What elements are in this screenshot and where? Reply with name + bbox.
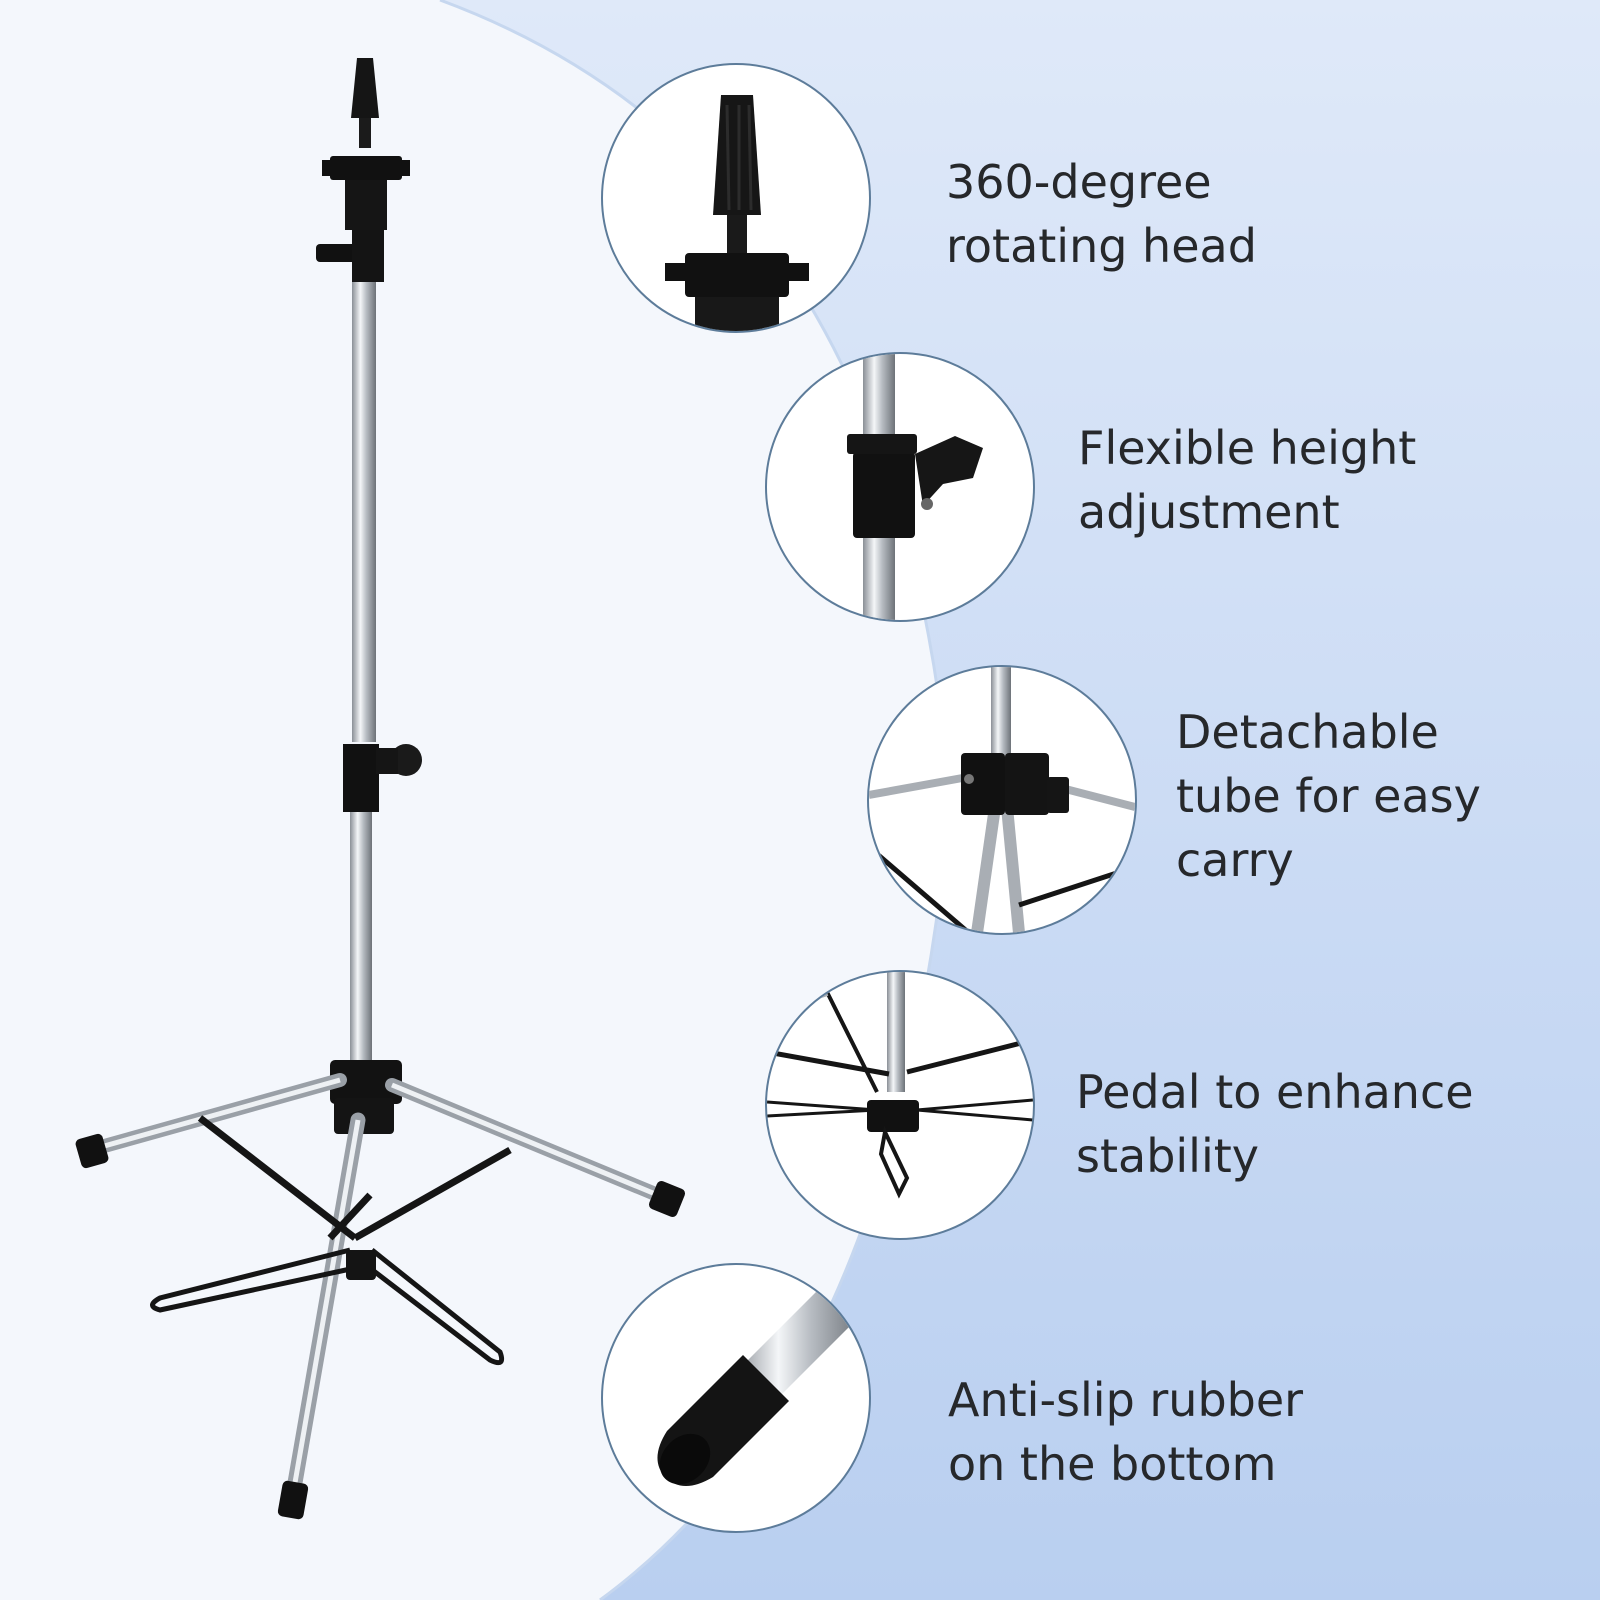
feature-label-detachable-tube: Detachable tube for easy carry	[1176, 705, 1481, 887]
feature-label-height-adjustment: Flexible height adjustment	[1078, 421, 1417, 539]
feature-circle-height-adjustment	[765, 352, 1035, 622]
feature-label-pedal: Pedal to enhance stability	[1076, 1065, 1474, 1183]
height-knob-icon	[847, 354, 983, 620]
feature-circle-rubber-foot	[601, 1263, 871, 1533]
feature-circle-pedal	[765, 970, 1035, 1240]
pedal-icon	[767, 972, 1033, 1199]
rotating-head-icon	[665, 95, 809, 331]
feature-label-rubber-foot: Anti-slip rubber on the bottom	[948, 1373, 1304, 1491]
rubber-foot-icon	[657, 1279, 863, 1486]
tube-joint-icon	[869, 667, 1135, 933]
feature-label-rotating-head: 360-degree rotating head	[946, 155, 1257, 273]
feature-circle-detachable-tube	[867, 665, 1137, 935]
feature-circle-rotating-head	[601, 63, 871, 333]
